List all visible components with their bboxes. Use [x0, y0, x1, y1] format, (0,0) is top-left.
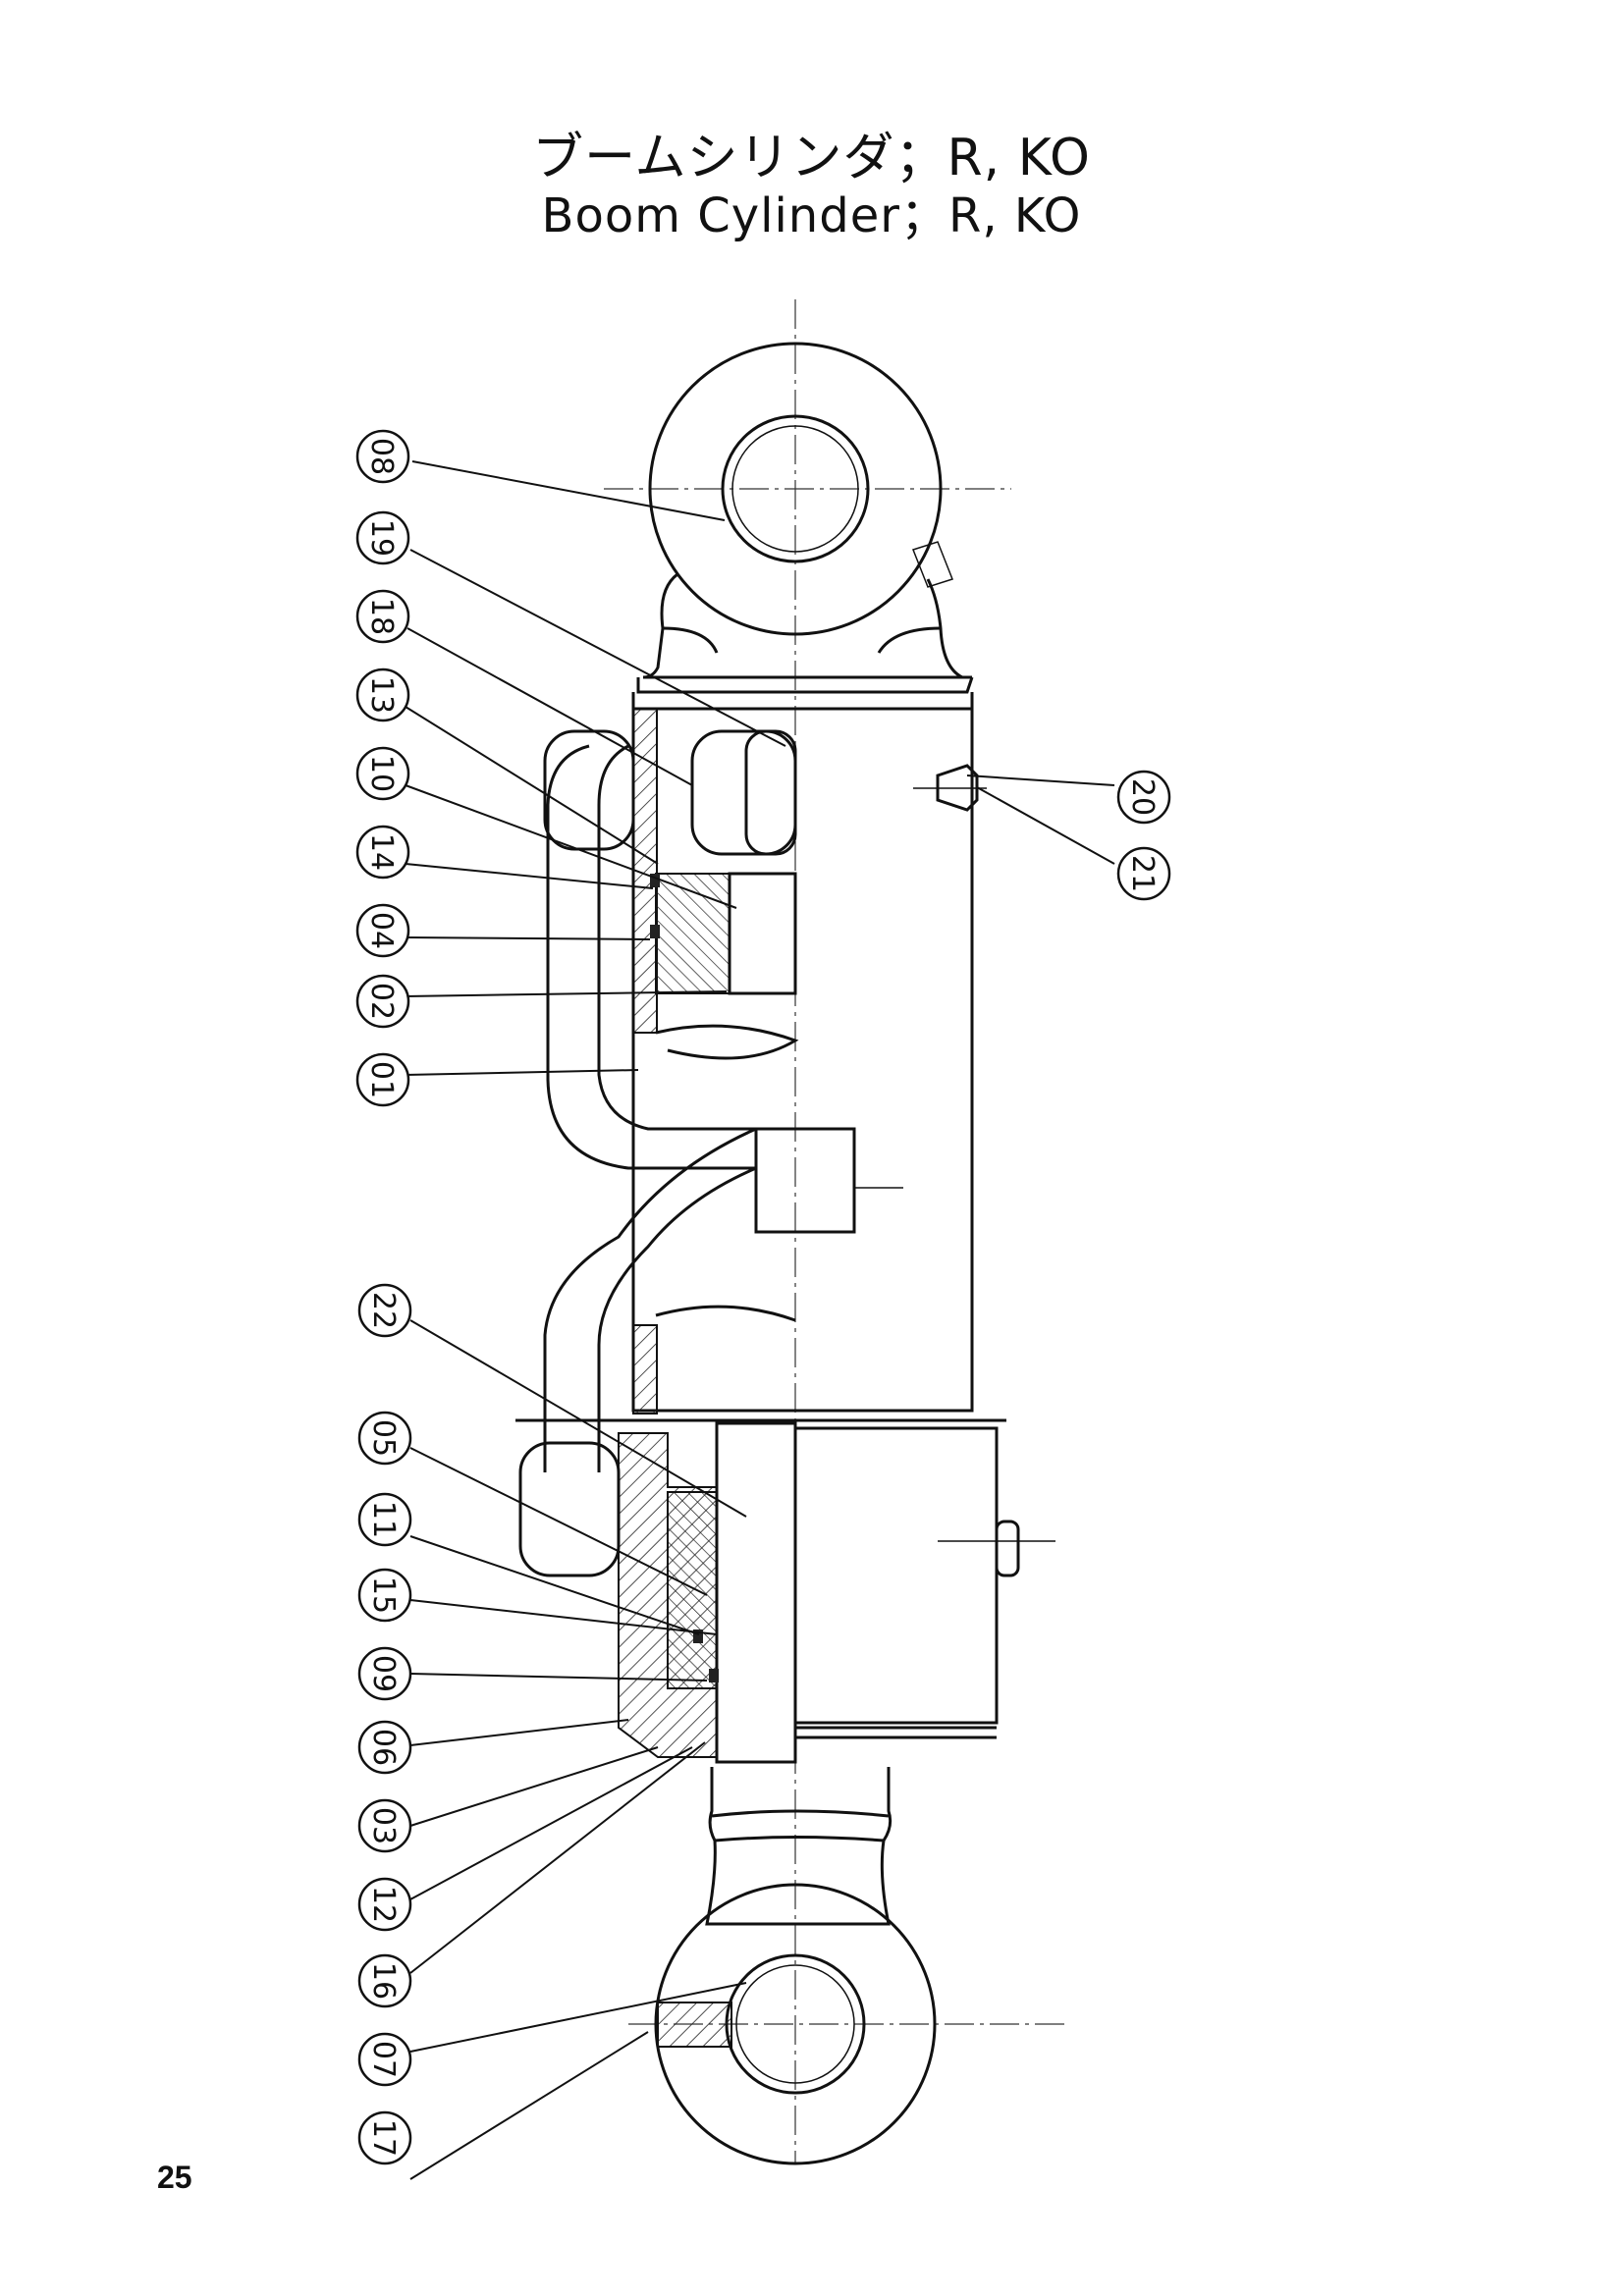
callout-label: 07 — [366, 2041, 401, 2078]
callout-label: 01 — [364, 1061, 399, 1098]
callout-01: 01 — [355, 1052, 410, 1107]
callout-label: 14 — [364, 833, 399, 871]
callout-06: 06 — [357, 1720, 412, 1775]
page-number: 25 — [157, 2160, 192, 2195]
hydraulic-pipe — [518, 729, 903, 1577]
leader-lines — [405, 460, 1115, 2180]
callout-18: 18 — [355, 589, 410, 644]
callout-10: 10 — [355, 746, 410, 801]
callout-13: 13 — [355, 667, 410, 722]
callout-label: 17 — [366, 2119, 401, 2157]
callout-04: 04 — [355, 903, 410, 958]
callout-label: 13 — [364, 676, 399, 714]
callout-label: 15 — [366, 1576, 401, 1614]
callout-11: 11 — [357, 1492, 412, 1547]
rod-eye — [642, 342, 963, 679]
callout-label: 18 — [364, 598, 399, 635]
piston — [650, 729, 797, 995]
callout-02: 02 — [355, 974, 410, 1029]
callout-19: 19 — [355, 510, 410, 565]
callout-label: 22 — [366, 1292, 401, 1329]
callout-07: 07 — [357, 2032, 412, 2087]
callout-label: 04 — [364, 912, 399, 949]
callout-label: 02 — [364, 983, 399, 1020]
callout-label: 08 — [364, 438, 399, 475]
callout-15: 15 — [357, 1568, 412, 1623]
callout-17: 17 — [357, 2110, 412, 2165]
callout-label: 06 — [366, 1729, 401, 1766]
callout-label: 11 — [366, 1501, 401, 1538]
grease-fitting — [913, 764, 987, 812]
callout-12: 12 — [357, 1877, 412, 1932]
callout-label: 03 — [366, 1807, 401, 1844]
callout-label: 05 — [366, 1419, 401, 1457]
callout-label: 16 — [366, 1962, 401, 2000]
callout-05: 05 — [357, 1411, 412, 1466]
title-japanese: ブームシリンダ；R, KO — [532, 129, 1091, 187]
callout-label: 09 — [366, 1655, 401, 1692]
callout-label: 20 — [1125, 778, 1160, 816]
callout-08: 08 — [355, 429, 410, 484]
cylinder-tube — [631, 707, 974, 1415]
callout-label: 21 — [1125, 855, 1160, 892]
callout-20: 20 — [1116, 770, 1171, 825]
callout-09: 09 — [357, 1646, 412, 1701]
callout-22: 22 — [357, 1283, 412, 1338]
callout-21: 21 — [1116, 846, 1171, 901]
callout-label: 12 — [366, 1886, 401, 1923]
callout-label: 10 — [364, 755, 399, 792]
title-english: Boom Cylinder；R, KO — [541, 188, 1082, 243]
callout-03: 03 — [357, 1798, 412, 1853]
cylinder-head — [618, 1421, 1055, 1764]
callout-16: 16 — [357, 1953, 412, 2008]
callout-label: 19 — [364, 519, 399, 557]
head-eye — [654, 1767, 937, 2165]
callout-14: 14 — [355, 825, 410, 880]
